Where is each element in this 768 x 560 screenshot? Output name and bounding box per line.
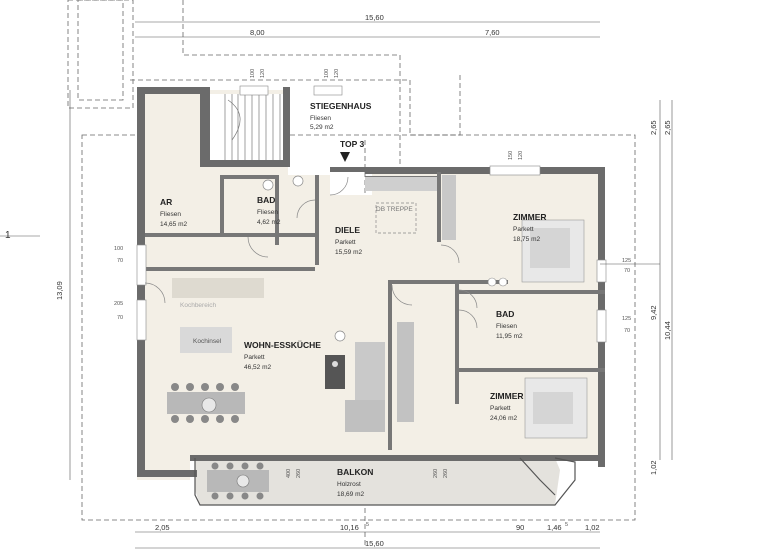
room-name: BAD — [257, 195, 275, 205]
dim-win-70d: 70 — [624, 328, 630, 334]
furniture — [167, 175, 588, 500]
room-material: Parkett — [490, 405, 511, 412]
dim-wtop-100: 100 — [250, 69, 256, 78]
dim-bottom-4: 1,46 — [547, 523, 562, 532]
room-material: Parkett — [335, 239, 356, 246]
dim-wtop-100b: 100 — [324, 69, 330, 78]
dim-top-total: 15,60 — [365, 13, 384, 22]
dimension-texts: 15,60 8,00 7,60 15,60 2,05 10,16 5 90 1,… — [55, 13, 672, 548]
dim-bottom-2: 10,16 — [340, 523, 359, 532]
staircase — [210, 94, 283, 160]
dim-right-e: 1,02 — [649, 460, 658, 475]
section-mark: 1 — [5, 230, 11, 241]
room-labels: STIEGENHAUS Fliesen 5,29 m2 AR Fliesen 1… — [160, 101, 547, 498]
dim-wbal-260b: 260 — [433, 469, 439, 478]
top3-marker: TOP 3 — [340, 139, 365, 162]
dim-right-d: 10,44 — [663, 321, 672, 340]
dim-bottom-5: 1,02 — [585, 523, 600, 532]
room-wohn: WOHN-ESSKÜCHE Parkett 46,52 m2 — [244, 340, 321, 371]
dim-win-125a: 125 — [622, 258, 631, 264]
dim-wmid-120: 120 — [518, 151, 524, 160]
room-area: 18,69 m2 — [337, 491, 364, 498]
room-material: Parkett — [244, 354, 265, 361]
dim-top-right: 7,60 — [485, 28, 500, 37]
dim-bottom-2-sup: 5 — [366, 522, 369, 528]
room-area: 15,59 m2 — [335, 249, 362, 256]
dim-win-100: 100 — [114, 246, 123, 252]
room-area: 24,06 m2 — [490, 415, 517, 422]
dim-bottom-4-sup: 5 — [565, 522, 568, 528]
dim-win-125b: 125 — [622, 316, 631, 322]
dim-win-205: 205 — [114, 301, 123, 307]
dim-bottom-total: 15,60 — [365, 539, 384, 548]
room-bad-large: BAD Fliesen 11,95 m2 — [496, 309, 523, 340]
dim-wmid-150: 150 — [508, 151, 514, 160]
room-material: Fliesen — [257, 209, 278, 216]
room-name: ZIMMER — [513, 212, 547, 222]
kochbereich-label: Kochbereich — [180, 302, 217, 309]
dim-wbal-400: 400 — [286, 469, 292, 478]
dim-right-c: 9,42 — [649, 305, 658, 320]
dim-right-b: 2,65 — [663, 120, 672, 135]
dimension-lines — [0, 21, 673, 549]
entry-arrow-icon — [340, 152, 350, 162]
dim-win-70b: 70 — [117, 315, 123, 321]
top3-label: TOP 3 — [340, 139, 365, 149]
dim-wbal-260c: 260 — [443, 469, 449, 478]
floor-area — [137, 90, 600, 505]
room-name: WOHN-ESSKÜCHE — [244, 340, 321, 350]
room-material: Holzrost — [337, 481, 361, 488]
room-material: Parkett — [513, 226, 534, 233]
room-name: BALKON — [337, 467, 373, 477]
room-zimmer-bottom: ZIMMER Parkett 24,06 m2 — [490, 391, 524, 422]
balcony-outline — [194, 457, 576, 506]
room-name: AR — [160, 197, 172, 207]
db-treppe-label: DB TREPPE — [376, 206, 413, 213]
dim-wtop-120b: 120 — [334, 69, 340, 78]
room-area: 11,95 m2 — [496, 333, 523, 340]
section-mark-label: 1 — [5, 230, 11, 241]
room-zimmer-top: ZIMMER Parkett 18,75 m2 — [513, 212, 547, 243]
dim-top-left: 8,00 — [250, 28, 265, 37]
room-name: BAD — [496, 309, 514, 319]
room-area: 5,29 m2 — [310, 124, 334, 131]
room-name: DIELE — [335, 225, 360, 235]
room-bad-small: BAD Fliesen 4,62 m2 — [257, 195, 281, 226]
room-area: 4,62 m2 — [257, 219, 281, 226]
dim-bottom-3: 90 — [516, 523, 524, 532]
dim-wbal-260a: 260 — [296, 469, 302, 478]
room-stiegenhaus: STIEGENHAUS Fliesen 5,29 m2 — [310, 101, 372, 131]
windows — [136, 85, 607, 343]
dim-left-total: 13,09 — [55, 281, 64, 300]
dim-wtop-120a: 120 — [260, 69, 266, 78]
room-area: 18,75 m2 — [513, 236, 540, 243]
room-name: STIEGENHAUS — [310, 101, 372, 111]
dim-bottom-1: 2,05 — [155, 523, 170, 532]
room-area: 46,52 m2 — [244, 364, 271, 371]
room-balkon: BALKON Holzrost 18,69 m2 — [337, 467, 373, 498]
dim-win-70c: 70 — [624, 268, 630, 274]
kochinsel-label: Kochinsel — [193, 338, 222, 345]
misc-labels: DB TREPPE Kochbereich Kochinsel — [180, 206, 413, 345]
room-material: Fliesen — [496, 323, 517, 330]
room-name: ZIMMER — [490, 391, 524, 401]
room-area: 14,65 m2 — [160, 221, 187, 228]
door-swings — [144, 176, 478, 329]
dim-win-70a: 70 — [117, 258, 123, 264]
dim-right-a: 2,65 — [649, 120, 658, 135]
room-ar: AR Fliesen 14,65 m2 — [160, 197, 187, 228]
room-material: Fliesen — [310, 115, 331, 122]
room-material: Fliesen — [160, 211, 181, 218]
room-diele: DIELE Parkett 15,59 m2 — [335, 225, 362, 256]
